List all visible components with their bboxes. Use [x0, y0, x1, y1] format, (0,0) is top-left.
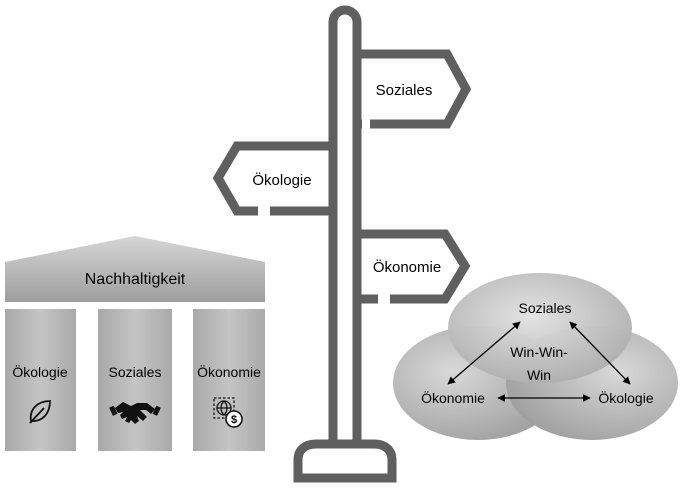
sign-label: Ökologie — [252, 171, 311, 189]
svg-text:$: $ — [231, 414, 237, 426]
pillar-label: Soziales — [109, 364, 162, 380]
temple-roof-label: Nachhaltigkeit — [85, 271, 186, 288]
sign-oekonomie — [357, 229, 471, 304]
signpost-base — [293, 439, 397, 483]
venn-label-left: Ökonomie — [421, 389, 485, 406]
venn-center-line-1: Win-Win- — [510, 344, 568, 360]
signpost-pole — [328, 5, 362, 448]
handshake-icon — [109, 402, 161, 424]
signpost: Soziales Ökologie Ökonomie — [212, 5, 472, 483]
pillar-label: Ökonomie — [197, 363, 261, 380]
sign-soziales — [357, 49, 472, 129]
arrow-soziales-oekologie — [569, 321, 631, 385]
temple: Nachhaltigkeit Ökologie Soziales Ökonomi… — [5, 236, 265, 451]
venn-center-line-2: Win — [527, 367, 551, 383]
arrow-soziales-oekonomie — [447, 321, 521, 385]
pillar-soziales — [98, 309, 172, 451]
leaf-icon — [29, 400, 51, 424]
venn-diagram: Soziales Ökonomie Ökologie Win-Win- Win — [393, 273, 678, 440]
sign-oekologie — [212, 141, 333, 216]
temple-roof — [5, 236, 265, 302]
sign-label: Ökonomie — [373, 258, 441, 276]
pillar-oekologie — [5, 309, 76, 451]
sign-label: Soziales — [376, 82, 433, 99]
globe-dollar-icon: $ — [213, 397, 243, 428]
venn-label-right: Ökologie — [598, 389, 653, 406]
pillar-oekonomie — [193, 309, 265, 451]
venn-label-top: Soziales — [519, 300, 572, 316]
pillar-label: Ökologie — [12, 363, 67, 380]
